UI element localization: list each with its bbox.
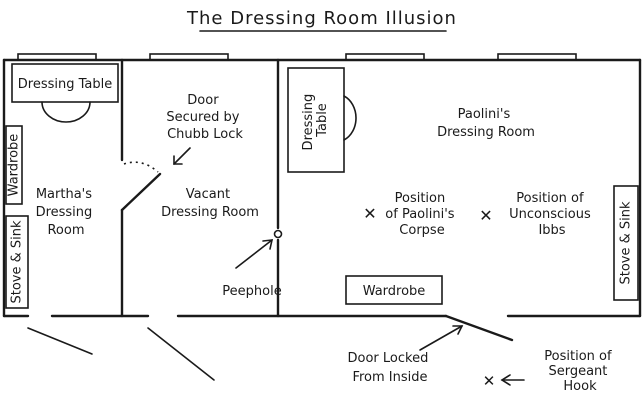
paolini-room-line-2: Dressing Room	[437, 125, 535, 140]
martha-wardrobe-label: Wardrobe	[7, 134, 22, 197]
chubb-arrow	[173, 147, 191, 165]
martha-dressing-table: Dressing Table	[11, 63, 119, 123]
chubb-lock-door	[120, 172, 162, 212]
ibbs-annotation: Position of Unconscious Ibbs	[509, 191, 595, 238]
paolini-wardrobe-label: Wardrobe	[363, 284, 426, 299]
ibbs-line-1: Position of	[516, 191, 584, 206]
locked-line-1: Door Locked	[348, 351, 429, 366]
sergeant-line-2: Sergeant	[548, 364, 607, 379]
interior-walls	[120, 58, 280, 318]
locked-door-annotation: Door Locked From Inside	[348, 351, 433, 385]
paolini-table-line-1: Dressing	[301, 94, 316, 151]
vacant-outer-door	[147, 327, 215, 381]
corpse-line-3: Corpse	[399, 223, 444, 238]
sergeant-annotation: Position of Sergeant Hook	[544, 349, 615, 394]
sergeant-line-3: Hook	[563, 379, 597, 394]
ibbs-line-2: Unconscious	[509, 207, 591, 222]
martha-stove-label: Stove & Sink	[10, 220, 25, 303]
ibbs-line-3: Ibbs	[538, 223, 565, 238]
chubb-line-1: Door	[187, 93, 219, 108]
martha-outer-door	[27, 327, 93, 355]
peephole-label: Peephole	[222, 284, 281, 299]
ibbs-marker-x: ✕	[479, 206, 492, 225]
door-swing-arc	[123, 161, 159, 173]
paolini-table-line-2: Table	[315, 103, 330, 138]
sergeant-marker-x: ✕	[483, 372, 496, 390]
peephole-arrow-head	[262, 239, 274, 250]
diagram-title: The Dressing Room Illusion	[186, 8, 457, 29]
peephole-marker	[273, 229, 283, 239]
martha-room-line-2: Dressing	[36, 205, 93, 220]
paolini-dressing-table: Dressing Table	[287, 67, 357, 173]
outer-walls	[2, 58, 642, 318]
chubb-arrow-head	[173, 155, 183, 165]
vacant-room-label: Vacant Dressing Room	[161, 187, 259, 220]
paolini-stove-sink: Stove & Sink	[613, 185, 639, 301]
chubb-door-annotation: Door Secured by Chubb Lock	[166, 93, 243, 142]
paolini-room-line-1: Paolini's	[458, 107, 511, 122]
corpse-line-1: Position	[395, 191, 446, 206]
martha-room-line-1: Martha's	[36, 187, 92, 202]
paolini-wardrobe: Wardrobe	[345, 275, 443, 305]
chubb-line-3: Chubb Lock	[167, 127, 243, 142]
corpse-marker-x: ✕	[363, 204, 376, 223]
martha-room-line-3: Room	[47, 223, 84, 238]
martha-room-label: Martha's Dressing Room	[36, 187, 97, 238]
locked-line-2: From Inside	[352, 370, 427, 385]
martha-stove-sink: Stove & Sink	[5, 215, 29, 309]
corpse-annotation: Position of Paolini's Corpse	[385, 191, 458, 238]
vacant-room-line-1: Vacant	[186, 187, 230, 202]
paolini-room-label: Paolini's Dressing Room	[437, 107, 535, 140]
locked-door-arrow-head	[452, 325, 464, 335]
sergeant-arrow-head	[500, 374, 511, 386]
locked-door	[444, 314, 514, 342]
paolini-stove-label: Stove & Sink	[619, 201, 634, 284]
corpse-line-2: of Paolini's	[385, 207, 454, 222]
sergeant-line-1: Position of	[544, 349, 612, 364]
peephole-arrow	[235, 239, 273, 269]
paolini-dressing-table-label: Dressing Table	[301, 90, 330, 151]
locked-door-arrow	[419, 325, 463, 351]
martha-dressing-table-label: Dressing Table	[18, 77, 112, 92]
martha-wardrobe: Wardrobe	[5, 125, 23, 205]
vacant-room-line-2: Dressing Room	[161, 205, 259, 220]
chubb-line-2: Secured by	[166, 110, 239, 125]
windows	[17, 53, 577, 61]
